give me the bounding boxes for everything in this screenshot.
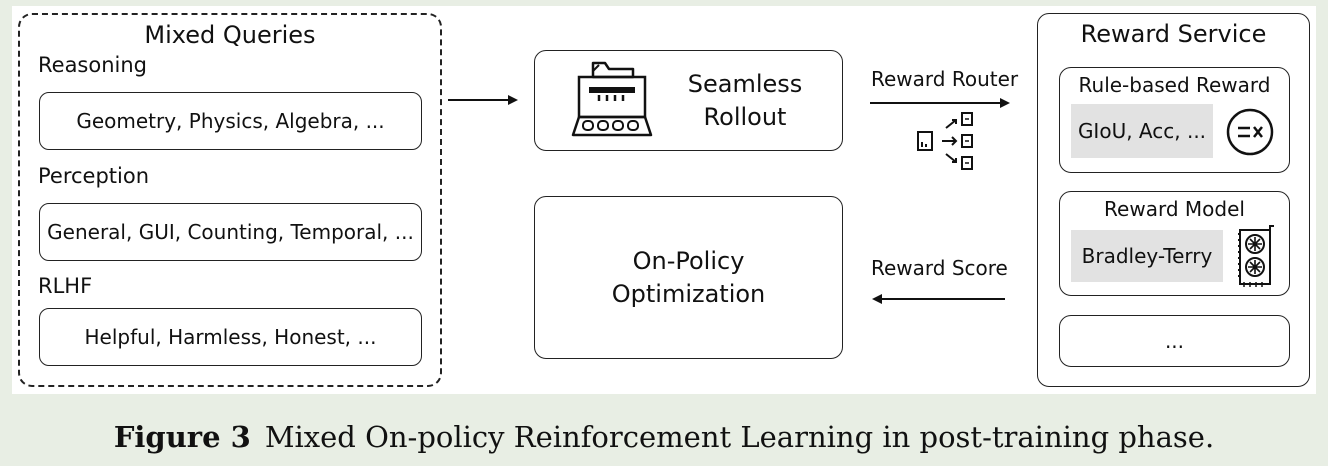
perception-box: General, GUI, Counting, Temporal, ... [39,203,422,261]
reward-score-label: Reward Score [871,256,1008,280]
rule-check-icon [1226,108,1274,156]
optimization-line2: Optimization [611,279,766,308]
perception-label: Perception [38,164,150,188]
reward-router-label: Reward Router [871,67,1019,91]
rule-based-reward-content: GIoU, Acc, ... [1071,104,1213,158]
rollout-line2: Rollout [703,103,787,131]
reward-model-content: Bradley-Terry [1071,230,1223,282]
rule-based-reward-box: Rule-based Reward GIoU, Acc, ... [1059,67,1290,173]
reward-model-box: Reward Model Bradley-Terry [1059,191,1290,296]
mixed-queries-title: Mixed Queries [144,21,316,49]
rollout-line1: Seamless [687,70,803,98]
diagram-panel: Mixed Queries Reasoning Geometry, Physic… [12,6,1316,394]
reward-model-title: Reward Model [1104,197,1245,221]
rollout-box: Seamless Rollout [534,50,843,151]
optimization-box: On-Policy Optimization [534,196,843,359]
more-rewards-box: ... [1059,315,1290,367]
rollout-label: Seamless Rollout [665,67,825,135]
caption-text: Mixed On-policy Reinforcement Learning i… [264,420,1215,454]
reasoning-label: Reasoning [38,53,148,77]
gpu-icon [1238,225,1274,287]
reasoning-box: Geometry, Physics, Algebra, ... [39,92,422,150]
rlhf-label: RLHF [38,274,93,298]
rlhf-box: Helpful, Harmless, Honest, ... [39,308,422,366]
rollout-machine-icon [571,61,653,137]
figure-number: Figure 3 [113,420,251,454]
reward-service-title: Reward Service [1080,20,1267,48]
figure-caption: Figure 3 Mixed On-policy Reinforcement Le… [0,420,1328,454]
optimization-line1: On-Policy [632,246,745,275]
score-arrow [872,294,1005,304]
router-arrow [870,98,1010,108]
router-icon [917,112,973,170]
queries-to-rollout-arrow [448,95,518,105]
rule-based-reward-title: Rule-based Reward [1078,73,1271,97]
